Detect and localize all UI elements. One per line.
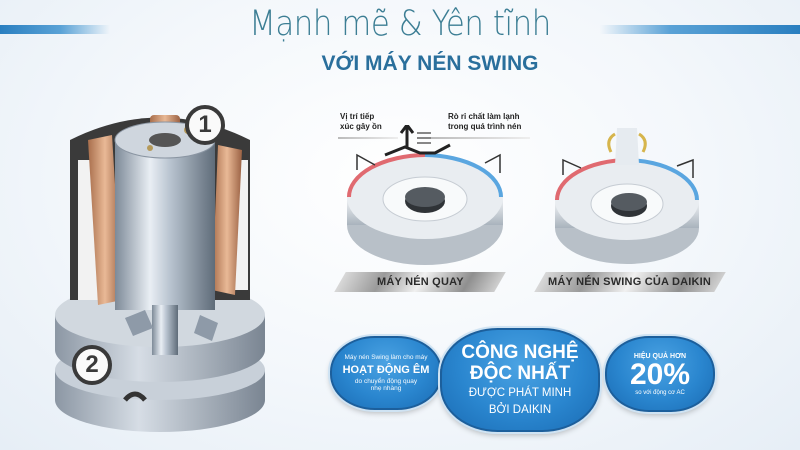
- compressor-motor-illustration: 1 2: [30, 100, 280, 445]
- bubble-text: ĐƯỢC PHÁT MINH: [468, 387, 572, 399]
- callout-underline: [430, 137, 530, 139]
- compressor-motor-icon: [55, 115, 265, 432]
- bubble-text: nhẹ nhàng: [370, 385, 402, 392]
- page-subtitle: VỚI MÁY NÉN SWING: [321, 52, 539, 75]
- bubble-headline: ĐỘC NHẤT: [469, 363, 571, 384]
- page-title: Mạnh mẽ & Yên tĩnh: [249, 4, 551, 44]
- feature-bubble-efficiency: HIỆU QUẢ HƠN 20% so với động cơ AC: [605, 336, 715, 412]
- callout-underline: [338, 137, 398, 139]
- callout-text-line: Rò rỉ chất làm lạnh: [448, 112, 520, 121]
- bubble-text: BỞI DAIKIN: [488, 404, 552, 416]
- rotary-compressor-diagram-icon: [347, 125, 503, 265]
- bubble-headline: HOẠT ĐỘNG ÊM: [342, 364, 430, 376]
- callout-text-line: xúc gây ồn: [340, 122, 382, 131]
- bubble-headline: CÔNG NGHỆ: [461, 342, 579, 363]
- marker-badge-2: 2: [72, 345, 112, 385]
- callout-text-line: trong quá trình nén: [448, 122, 522, 131]
- bubble-text: HIỆU QUẢ HƠN: [633, 352, 687, 360]
- bubble-text: so với động cơ AC: [635, 389, 685, 396]
- feature-bubble-quiet: Máy nén Swing làm cho máy HOẠT ĐỘNG ÊM d…: [330, 336, 442, 410]
- callout-contact-noise: Vị trí tiếp xúc gây ồn: [340, 112, 382, 132]
- callout-text-line: Vị trí tiếp: [340, 112, 375, 121]
- label-swing-compressor-text: MÁY NÉN SWING CỦA DAIKIN: [548, 276, 712, 288]
- bubble-text: do chuyển động quay: [354, 378, 418, 385]
- swing-compressor-diagram-icon: [555, 128, 699, 264]
- efficiency-value: 20%: [629, 357, 691, 391]
- label-swing-compressor: MÁY NÉN SWING CỦA DAIKIN: [534, 272, 726, 292]
- header-bar-left: [0, 25, 110, 34]
- feature-bubble-unique-tech: CÔNG NGHỆ ĐỘC NHẤT ĐƯỢC PHÁT MINH BỞI DA…: [440, 328, 600, 432]
- label-rotary-compressor: MÁY NÉN QUAY: [334, 272, 506, 292]
- callout-refrigerant-leak: Rò rỉ chất làm lạnh trong quá trình nén: [448, 112, 521, 132]
- label-rotary-compressor-text: MÁY NÉN QUAY: [376, 276, 464, 288]
- bubble-text: Máy nén Swing làm cho máy: [344, 354, 428, 361]
- header-bar-right: [600, 25, 800, 34]
- marker-badge-1: 1: [185, 105, 225, 145]
